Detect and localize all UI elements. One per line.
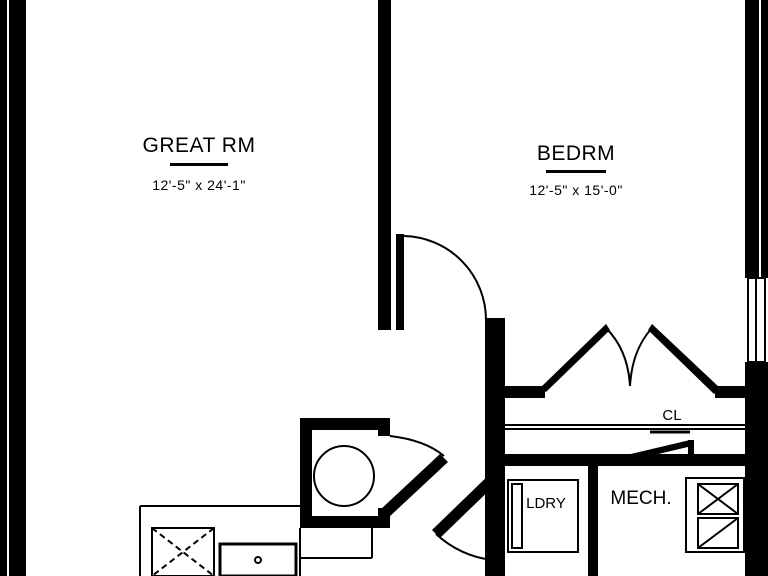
closet-bottom-wall-right <box>715 386 745 398</box>
entry-door-leaf <box>380 454 448 518</box>
closet-shelf <box>505 424 745 434</box>
entry-wall-top <box>300 418 390 430</box>
closet-door-jamb <box>688 440 694 458</box>
closet-label: CL <box>662 407 681 424</box>
bedroom-door-leaf <box>485 318 505 322</box>
great-room-name: GREAT RM <box>143 134 256 157</box>
bedroom-name: BEDRM <box>537 142 615 165</box>
west-exterior-wall <box>0 0 26 576</box>
mech-label: MECH. <box>610 488 671 509</box>
closet-door <box>614 440 692 464</box>
great-room-underline <box>170 163 228 166</box>
entry-wall-right <box>378 418 390 436</box>
entry-wall-bottom <box>300 516 390 528</box>
laundry-appliance <box>507 479 579 553</box>
laundry-door-swing <box>435 533 493 561</box>
bedroom-door-swing <box>403 235 487 321</box>
closet-bifold-doors <box>540 324 720 394</box>
east-exterior-wall <box>745 0 768 278</box>
partition-wall-great-bed <box>378 0 391 330</box>
laundry-label: LDRY <box>526 495 566 512</box>
kitchen-counter <box>139 505 373 576</box>
mech-equipment <box>685 477 745 553</box>
mech-right-wall <box>745 466 768 576</box>
bedroom-dimensions: 12'-5" x 15'-0" <box>529 182 623 198</box>
entry-door-swing <box>389 435 445 457</box>
laundry-mech-divider <box>588 466 598 576</box>
closet-bottom-wall <box>505 386 545 398</box>
great-room-dimensions: 12'-5" x 24'-1" <box>152 177 246 193</box>
bedroom-label: BEDRM 12'-5" x 15'-0" <box>529 142 623 198</box>
partition-wall-core <box>485 320 505 576</box>
entry-wall-left <box>300 418 312 528</box>
water-heater <box>313 445 375 507</box>
laundry-door-leaf <box>432 470 502 538</box>
door-jamb-bedroom <box>396 234 404 330</box>
great-room-label: GREAT RM 12'-5" x 24'-1" <box>143 134 256 193</box>
east-window <box>747 277 766 363</box>
exterior-details <box>7 0 761 576</box>
bedroom-underline <box>546 170 606 173</box>
